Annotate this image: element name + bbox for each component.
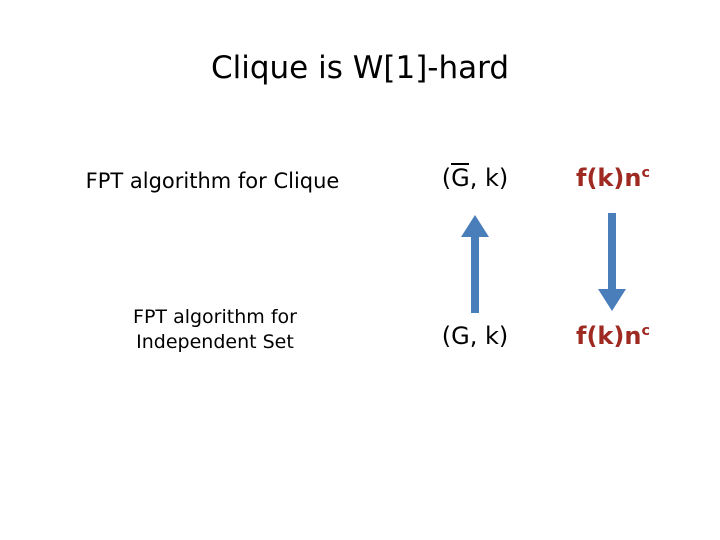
arrow-up-icon	[461, 215, 489, 313]
runtime-bottom-exponent: c	[641, 323, 650, 339]
instance-top-parameter: k	[484, 164, 499, 192]
runtime-bottom-base: f(k)n	[576, 322, 642, 350]
runtime-top: f(k)nc	[553, 164, 673, 192]
instance-bottom: (G, k)	[420, 322, 530, 350]
instance-top-close-paren: )	[498, 164, 509, 192]
instance-top-graph-complement: G	[451, 163, 470, 192]
instance-bottom-close-paren: )	[498, 322, 509, 350]
instance-top-open-paren: (	[441, 164, 452, 192]
runtime-top-base: f(k)n	[576, 164, 642, 192]
instance-top: (G, k)	[420, 163, 530, 192]
arrow-down-icon	[598, 213, 626, 311]
instance-arrow-up	[453, 213, 497, 313]
algorithm-label-independent-set-line2: Independent Set	[136, 330, 294, 353]
page-title: Clique is W[1]-hard	[210, 50, 509, 86]
runtime-top-exponent: c	[641, 165, 650, 181]
instance-bottom-open-paren: (	[441, 322, 452, 350]
algorithm-label-clique: FPT algorithm for Clique	[85, 169, 340, 193]
instance-top-separator: ,	[469, 164, 485, 192]
algorithm-label-independent-set-line1: FPT algorithm for	[133, 306, 297, 328]
instance-bottom-separator: ,	[469, 322, 485, 350]
runtime-arrow-down	[590, 213, 634, 313]
instance-bottom-parameter: k	[484, 322, 499, 350]
runtime-bottom: f(k)nc	[553, 322, 673, 350]
algorithm-label-independent-set: FPT algorithm for Independent Set	[55, 305, 375, 354]
instance-bottom-graph: G	[451, 322, 470, 350]
